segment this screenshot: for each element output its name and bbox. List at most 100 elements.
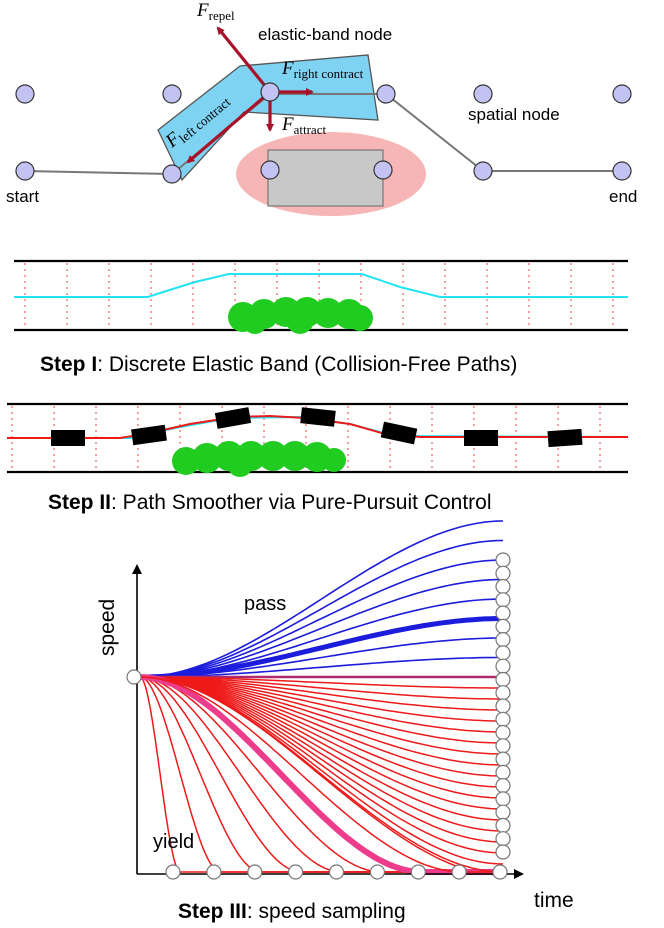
end-speed-node <box>495 605 511 621</box>
obstacle-blob <box>228 297 373 334</box>
yield-curve <box>139 676 504 788</box>
nodes <box>15 82 632 184</box>
end-speed-node <box>495 764 511 781</box>
yield-curve <box>139 676 504 821</box>
end-speed-node <box>495 711 511 727</box>
end-speed-node <box>495 671 511 688</box>
yield-curve <box>140 676 503 711</box>
end-speed-node <box>495 618 511 635</box>
time-node <box>165 864 181 880</box>
yield-curve <box>139 676 503 873</box>
obstacle-blob <box>172 441 346 477</box>
yield-curve <box>139 676 504 854</box>
elastic-band-diagram: Frepel Fright contract Fattract Fleft co… <box>6 0 637 216</box>
yield-curve <box>139 676 503 873</box>
selected-yield-curve <box>139 674 503 875</box>
end-node <box>612 161 632 181</box>
step2-caption: Step II: Path Smoother via Pure-Pursuit … <box>48 491 492 514</box>
end-speed-node <box>495 831 511 847</box>
pass-curve <box>139 598 504 678</box>
yield-curve <box>139 676 503 873</box>
obstacle-node <box>260 160 280 180</box>
step2-panel: Step II: Path Smoother via Pure-Pursuit … <box>7 402 629 514</box>
elastic-band-node <box>376 84 396 104</box>
end-speed-node <box>495 592 511 608</box>
time-node <box>451 864 467 880</box>
obstacle-box <box>267 149 384 207</box>
spatial-node-label: spatial node <box>468 105 560 124</box>
time-node <box>247 864 263 880</box>
yield-curve <box>140 676 503 689</box>
yield-curve <box>139 676 504 873</box>
spatial-node <box>162 84 182 104</box>
pass-label: pass <box>244 593 286 615</box>
end-speed-node <box>495 685 511 701</box>
speed-curves <box>139 520 504 876</box>
force-right-contract-label: Fright contract <box>281 58 364 81</box>
end-speed-node <box>495 645 511 661</box>
yield-curve <box>140 676 503 700</box>
end-speed-node <box>495 658 511 674</box>
elastic-band-node-label: elastic-band node <box>258 25 392 44</box>
time-node <box>369 864 385 880</box>
end-label: end <box>609 187 637 206</box>
force-attract-label: Fattract <box>281 114 326 137</box>
time-node <box>328 864 345 880</box>
end-speed-node <box>495 844 511 860</box>
repel-force-arrow <box>216 26 272 94</box>
end-speed-node <box>495 777 511 794</box>
force-repel-label: Frepel <box>196 0 235 23</box>
end-speed-node <box>495 578 511 595</box>
spatial-node <box>473 161 493 181</box>
vehicle-poses <box>51 407 583 448</box>
selected-pass-curve <box>140 616 503 680</box>
pass-curve <box>140 656 503 678</box>
pass-curve <box>139 578 504 678</box>
start-label: start <box>6 187 39 206</box>
end-speed-node <box>495 565 511 581</box>
yield-curve <box>139 676 504 832</box>
yield-curve <box>139 676 503 873</box>
yield-curve <box>139 676 504 799</box>
speed-sampling-plot: speed time pass yield Step III: speed sa… <box>96 520 574 923</box>
yield-curve <box>139 676 504 744</box>
start-speed-node <box>126 669 142 685</box>
obstacle-node <box>373 160 393 180</box>
spatial-node <box>612 84 632 104</box>
end-speed-node <box>495 724 511 741</box>
yield-curve <box>139 676 504 876</box>
end-speed-node <box>495 738 511 754</box>
yield-curve <box>139 676 504 766</box>
pass-curve <box>139 520 504 678</box>
time-nodes <box>165 864 508 880</box>
elastic-band-region <box>157 54 379 182</box>
time-node <box>410 864 426 880</box>
pass-curve <box>139 559 504 678</box>
yield-curve <box>140 676 503 722</box>
end-speed-node <box>495 804 511 820</box>
left-contract-force-arrow <box>186 90 272 164</box>
step1-panel: Step I: Discrete Elastic Band (Collision… <box>14 259 628 376</box>
collision-free-path <box>14 273 628 298</box>
time-node <box>492 864 508 880</box>
yield-label: yield <box>153 831 194 853</box>
yield-curve <box>140 676 503 733</box>
yield-curve <box>139 676 504 810</box>
end-speed-node <box>495 791 511 807</box>
yield-curve <box>139 676 503 873</box>
step3-caption: Step III: speed sampling <box>178 900 406 923</box>
yield-curve <box>139 676 503 873</box>
yield-curve <box>139 676 504 755</box>
spatial-node <box>15 84 35 104</box>
end-speed-node <box>495 751 511 767</box>
start-node <box>15 161 35 181</box>
yield-curve <box>139 676 504 777</box>
x-axis-label: time <box>534 889 574 912</box>
end-speed-node <box>495 698 511 714</box>
elastic-band-node <box>260 82 280 102</box>
end-nodes <box>495 552 511 860</box>
end-speed-node <box>495 817 511 834</box>
step1-caption: Step I: Discrete Elastic Band (Collision… <box>40 353 517 376</box>
yield-curve <box>139 676 503 873</box>
